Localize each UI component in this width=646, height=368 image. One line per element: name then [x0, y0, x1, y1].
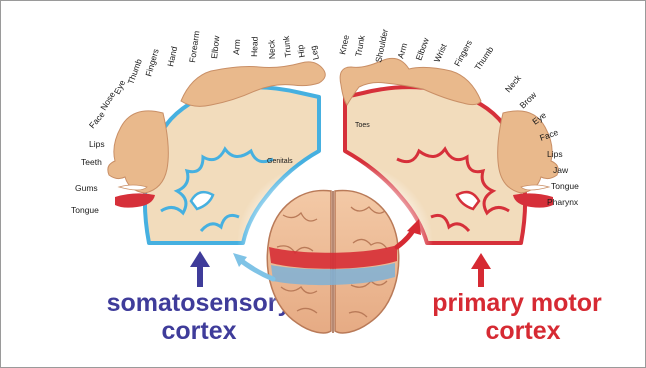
sensory-label-fingers: Fingers — [143, 48, 160, 78]
motor-label-toes: Toes — [355, 122, 370, 129]
sensory-label-face: Face — [87, 109, 107, 130]
sensory-label-forearm: Forearm — [187, 30, 201, 63]
sensory-label-gums: Gums — [75, 183, 98, 193]
sensory-label-neck: Neck — [266, 39, 277, 59]
sensory-label-arm: Arm — [231, 39, 242, 55]
motor-label-thumb: Thumb — [472, 44, 495, 72]
motor-label-neck: Neck — [503, 72, 524, 94]
motor-label-fingers: Fingers — [452, 38, 474, 68]
brain-top-view-icon — [267, 190, 398, 333]
motor-label-jaw: Jaw — [553, 165, 569, 175]
motor-label-lips: Lips — [547, 149, 563, 159]
motor-label-shoulder: Shoulder — [373, 28, 390, 64]
motor-label-trunk: Trunk — [353, 34, 367, 58]
sensory-label-lips: Lips — [89, 139, 105, 149]
sensory-label-teeth: Teeth — [81, 157, 102, 167]
motor-teeth — [521, 185, 549, 190]
motor-title-line1: primary motor — [432, 289, 602, 317]
sensory-label-thumb: Thumb — [125, 57, 144, 86]
motor-arrow-up-icon — [471, 253, 491, 287]
motor-label-arm: Arm — [395, 42, 409, 60]
somatosensory-title-line2: cortex — [161, 317, 236, 345]
sensory-label-elbow: Elbow — [209, 34, 221, 59]
sensory-label-tongue: Tongue — [71, 205, 99, 215]
sensory-homunculus-head — [108, 111, 168, 193]
sensory-label-trunk: Trunk — [281, 35, 293, 58]
motor-title-line2: cortex — [485, 317, 560, 345]
sensory-label-head: Head — [249, 36, 260, 57]
sensory-label-genitals: Genitals — [267, 158, 293, 165]
sensory-label-leg: Leg — [308, 44, 321, 60]
motor-label-elbow: Elbow — [413, 36, 431, 62]
sensory-teeth — [119, 185, 147, 190]
sensory-arrow-up-icon — [190, 251, 210, 287]
motor-label-brow: Brow — [517, 89, 538, 110]
sensory-label-hand: Hand — [165, 45, 179, 67]
motor-label-tongue: Tongue — [551, 181, 579, 191]
motor-label-knee: Knee — [337, 34, 351, 56]
sensory-label-hip: Hip — [295, 44, 307, 59]
motor-label-pharynx: Pharynx — [547, 197, 579, 207]
motor-label-wrist: Wrist — [432, 42, 449, 64]
